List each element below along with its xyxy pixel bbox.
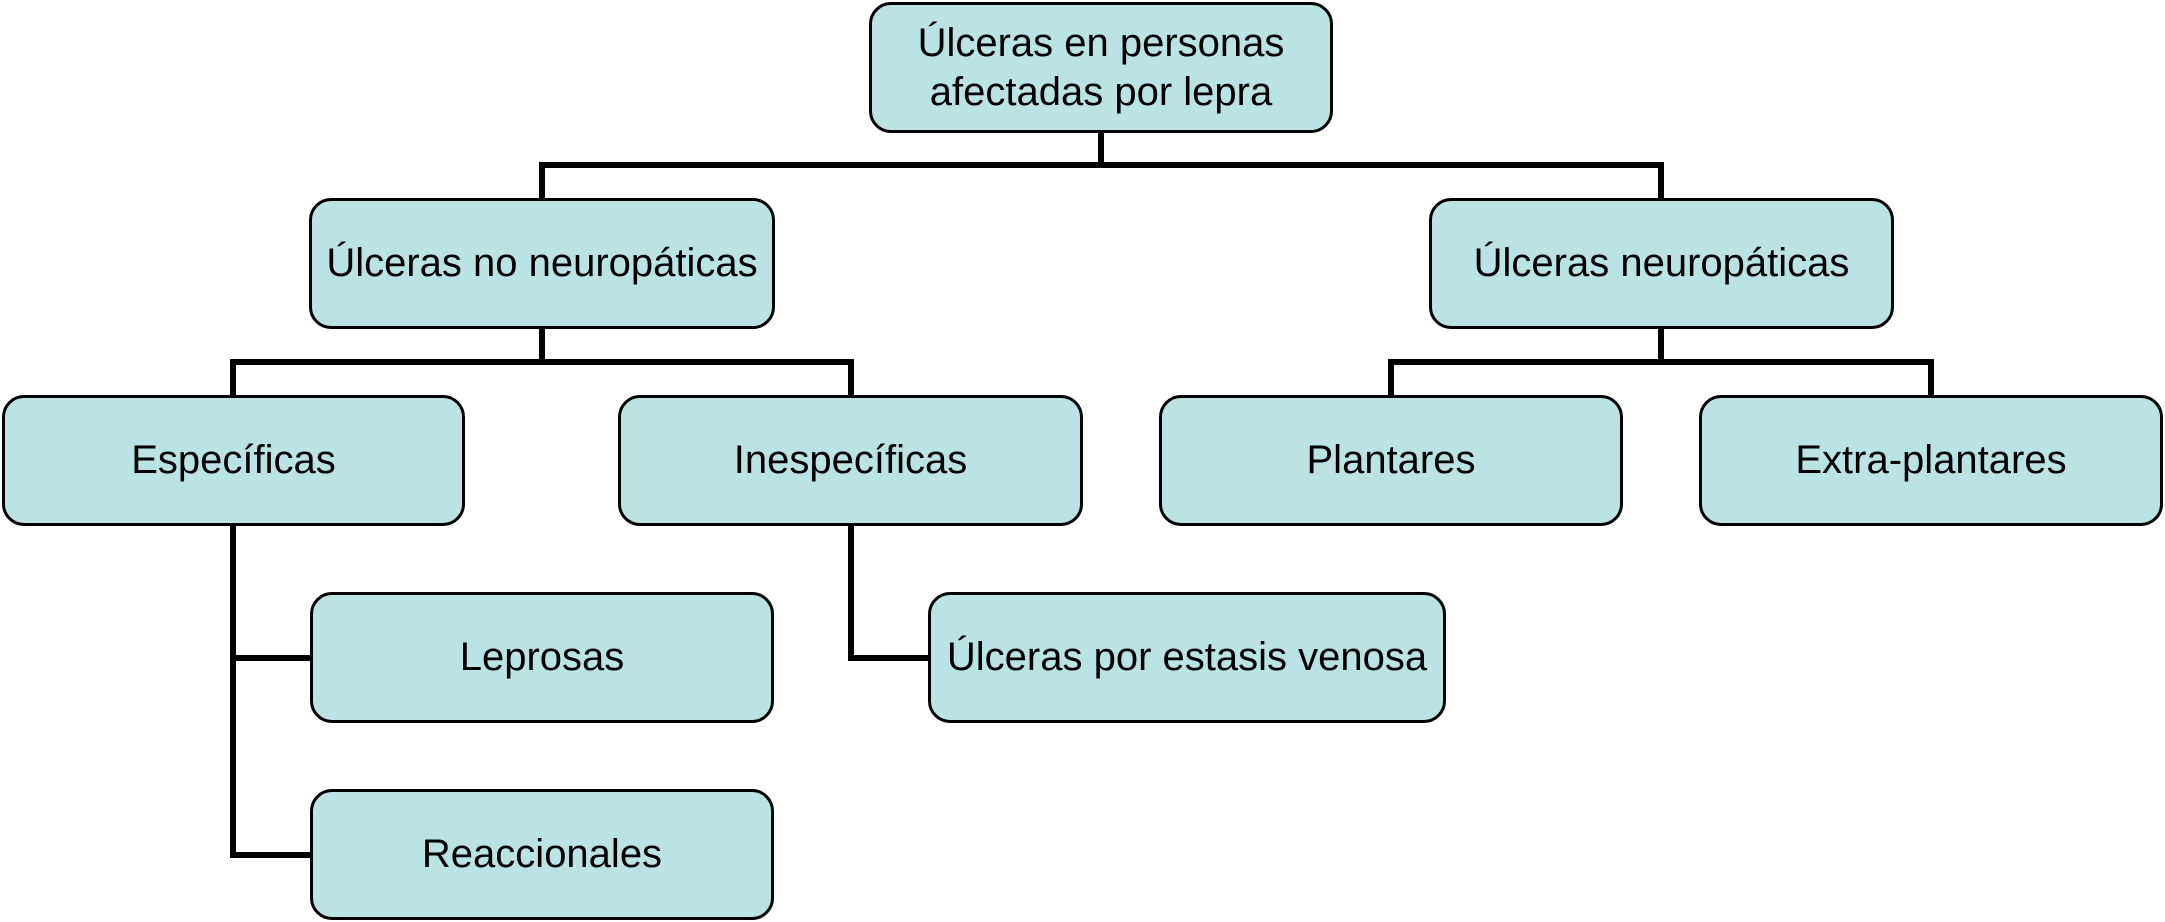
node-plantares: Plantares <box>1159 395 1623 526</box>
node-inespecificas: Inespecíficas <box>618 395 1083 526</box>
node-ulceras-estasis-venosa: Úlceras por estasis venosa <box>928 592 1446 723</box>
node-label: Reaccionales <box>421 832 663 877</box>
node-label: Úlceras en personas afectadas por lepra <box>917 20 1285 114</box>
node-label: Extra-plantares <box>1795 438 2067 483</box>
node-ulceras-neuropaticas: Úlceras neuropáticas <box>1429 198 1894 329</box>
node-especificas: Específicas <box>2 395 465 526</box>
node-label: Úlceras neuropáticas <box>1473 241 1850 286</box>
node-root-ulceras-lepra: Úlceras en personas afectadas por lepra <box>869 2 1333 133</box>
node-label: Inespecíficas <box>733 438 968 483</box>
node-label: Específicas <box>131 438 336 483</box>
node-leprosas: Leprosas <box>310 592 774 723</box>
node-label: Plantares <box>1306 438 1476 483</box>
node-reaccionales: Reaccionales <box>310 789 774 920</box>
node-label: Leprosas <box>459 635 625 680</box>
node-label: Úlceras no neuropáticas <box>326 241 758 286</box>
node-extra-plantares: Extra-plantares <box>1699 395 2163 526</box>
node-ulceras-no-neuropaticas: Úlceras no neuropáticas <box>309 198 775 329</box>
node-label: Úlceras por estasis venosa <box>946 635 1428 680</box>
